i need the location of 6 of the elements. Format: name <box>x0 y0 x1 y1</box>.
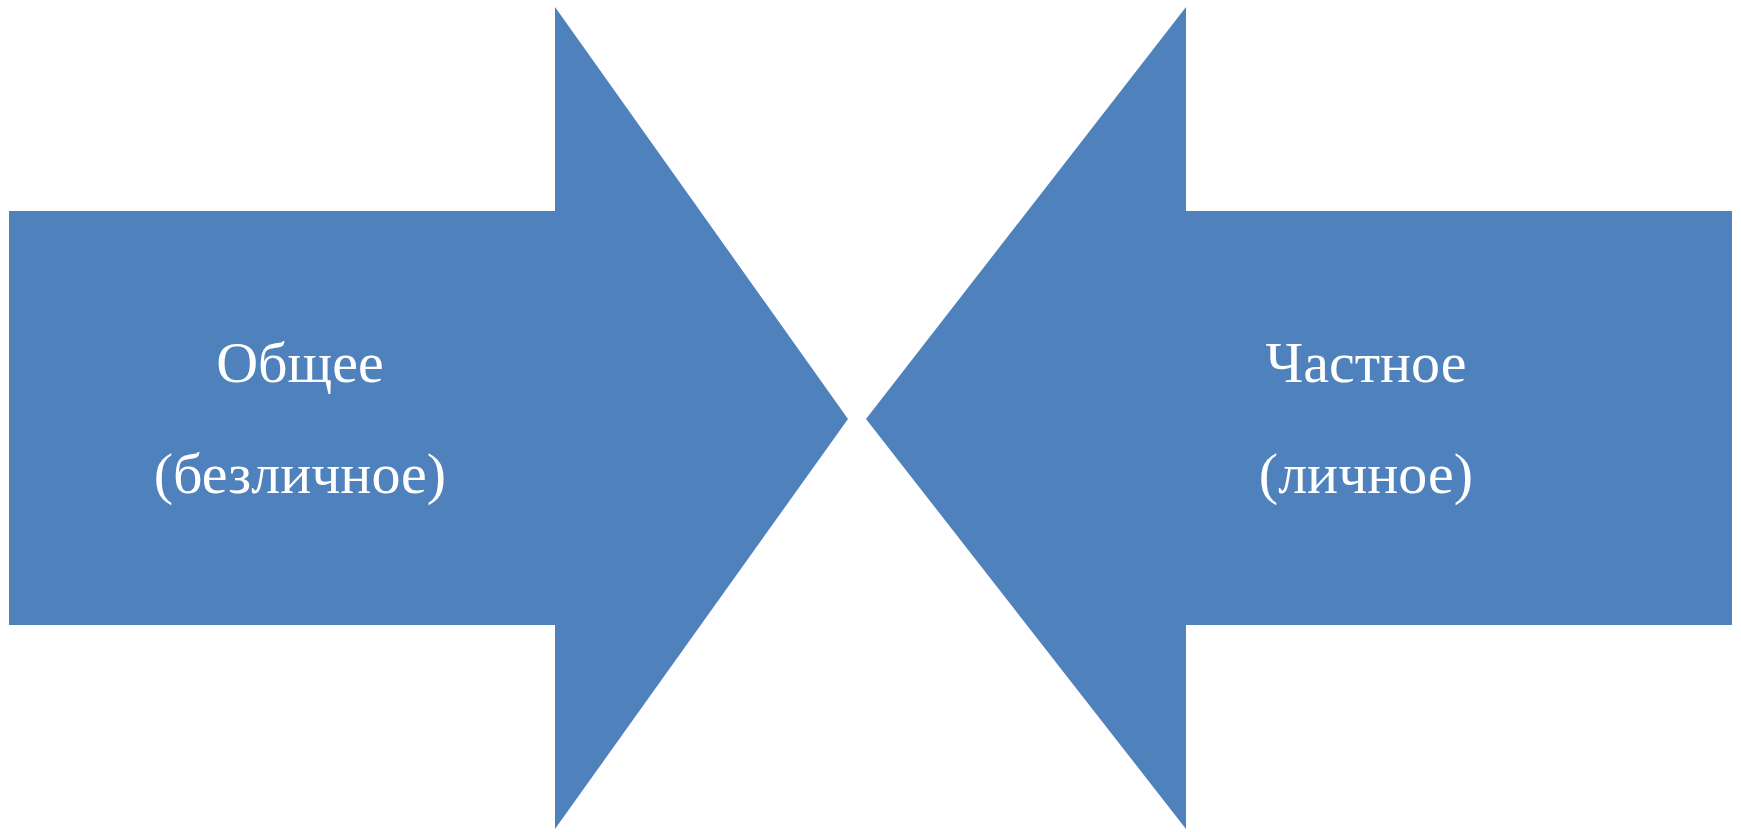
arrow-label: (безличное) <box>153 440 447 508</box>
arrow-label: (личное) <box>1258 440 1474 508</box>
arrow-label: Общее <box>216 329 384 397</box>
arrow-shape <box>866 7 1732 829</box>
arrow-shape <box>9 7 848 829</box>
arrow-label: Частное <box>1265 329 1467 397</box>
